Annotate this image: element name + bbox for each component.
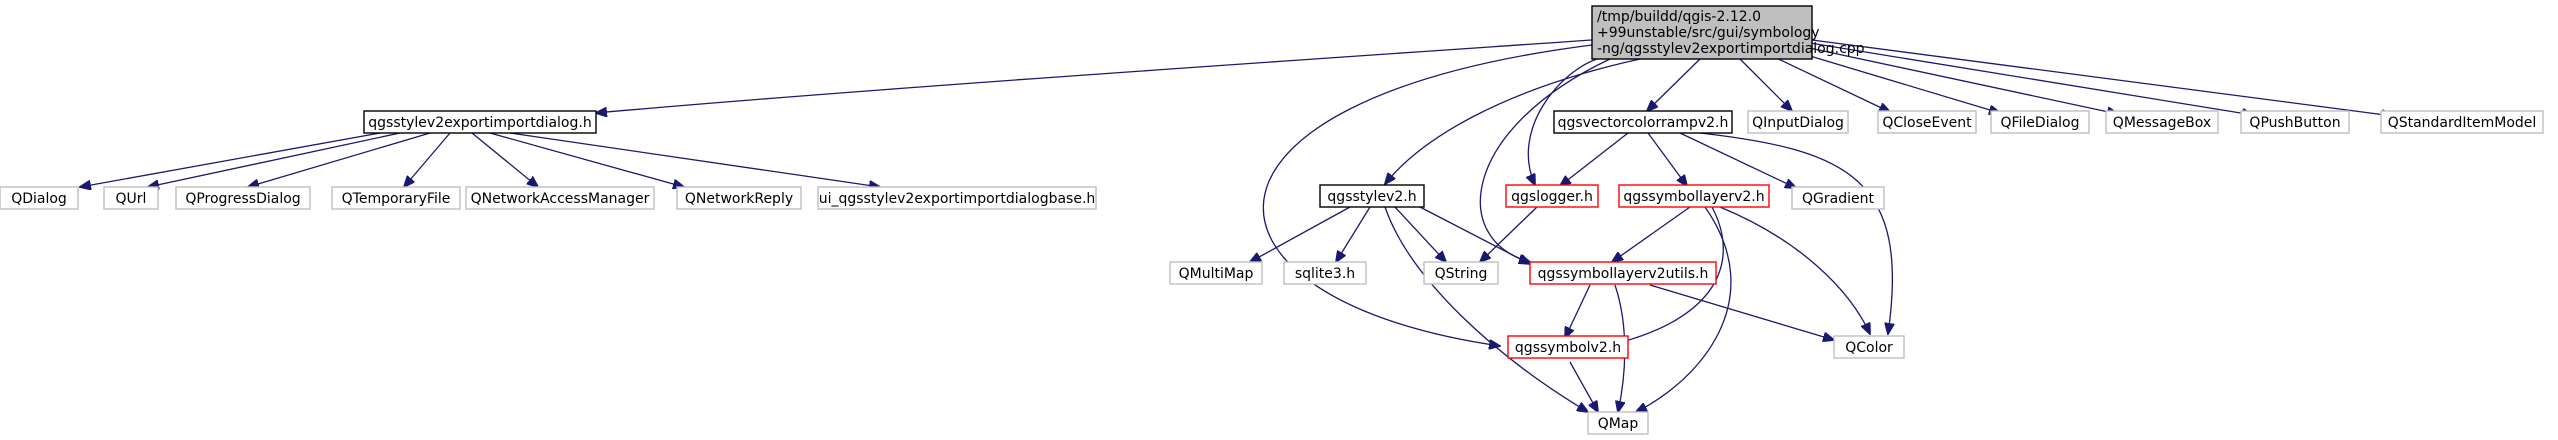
node-qfiledialog[interactable]: QFileDialog xyxy=(1990,110,2090,134)
edge-root-qgslogger xyxy=(1528,57,1601,185)
svg-text:qgssymbollayerv2.h: qgssymbollayerv2.h xyxy=(1623,189,1764,205)
edge-symbollayerv2utils-qcolor xyxy=(1649,284,1834,340)
node-root-line-1: /tmp/buildd/qgis-2.12.0 xyxy=(1597,9,1761,25)
edge-root-exportdialog-h xyxy=(596,39,1593,113)
node-qcloseevent[interactable]: QCloseEvent xyxy=(1877,110,1977,134)
node-symbollayerv2[interactable]: qgssymbollayerv2.h xyxy=(1618,184,1770,208)
node-qinputdialog[interactable]: QInputDialog xyxy=(1747,110,1849,134)
svg-text:QInputDialog: QInputDialog xyxy=(1752,115,1844,131)
edge-exportdialog-qnetworkaccessmanager xyxy=(471,132,538,187)
svg-text:qgssymbollayerv2utils.h: qgssymbollayerv2utils.h xyxy=(1538,266,1709,282)
edge-root-vectorcolorramp xyxy=(1647,58,1701,111)
node-qdialog[interactable]: QDialog xyxy=(0,186,79,210)
node-qmultimap[interactable]: QMultiMap xyxy=(1169,261,1263,285)
edge-root-qfiledialog xyxy=(1789,49,2000,113)
node-root-line-3: -ng/qgsstylev2exportimportdialog.cpp xyxy=(1597,41,1865,57)
svg-text:QNetworkReply: QNetworkReply xyxy=(685,191,793,207)
svg-text:sqlite3.h: sqlite3.h xyxy=(1295,266,1355,282)
svg-text:QDialog: QDialog xyxy=(11,191,67,207)
edge-qgsstylev2-symbollayerv2utils xyxy=(1419,206,1530,264)
node-qnetworkreply[interactable]: QNetworkReply xyxy=(676,186,802,210)
node-qnetworkaccessmanager[interactable]: QNetworkAccessManager xyxy=(465,186,655,210)
edge-qgsstylev2-qmultimap xyxy=(1250,206,1351,262)
edge-root-qstandarditemmodel xyxy=(1811,39,2393,116)
node-qgslogger[interactable]: qgslogger.h xyxy=(1505,184,1599,208)
svg-text:qgsvectorcolorrampv2.h: qgsvectorcolorrampv2.h xyxy=(1558,115,1729,131)
svg-text:ui_qgsstylev2exportimportdialo: ui_qgsstylev2exportimportdialogbase.h xyxy=(819,191,1096,207)
svg-text:QString: QString xyxy=(1435,266,1488,282)
node-qmessagebox[interactable]: QMessageBox xyxy=(2105,110,2219,134)
edge-exportdialog-qnetworkreply xyxy=(489,132,684,187)
svg-text:QMap: QMap xyxy=(1598,416,1639,432)
edge-root-qmessagebox xyxy=(1799,45,2118,114)
edge-root-symbollayerv2utils xyxy=(1479,58,1611,262)
svg-text:QColor: QColor xyxy=(1845,340,1893,356)
edge-vectorcolorramp-qcolor xyxy=(1699,132,1892,334)
edge-qgsstylev2-qstring xyxy=(1394,206,1446,262)
edge-vectorcolorramp-qgradient xyxy=(1679,132,1796,188)
node-qprogressdialog[interactable]: QProgressDialog xyxy=(175,186,311,210)
svg-text:qgssymbolv2.h: qgssymbolv2.h xyxy=(1515,340,1621,356)
nodes: /tmp/buildd/qgis-2.12.0 +99unstable/src/… xyxy=(0,5,2544,435)
edges xyxy=(80,39,2393,412)
svg-text:QMultiMap: QMultiMap xyxy=(1179,266,1254,282)
svg-text:qgsstylev2exportimportdialog.h: qgsstylev2exportimportdialog.h xyxy=(368,115,591,131)
node-sqlite3[interactable]: sqlite3.h xyxy=(1283,261,1367,285)
edge-root-qinputdialog xyxy=(1739,58,1792,111)
edge-qgsstylev2-qmap xyxy=(1384,206,1588,412)
node-root-line-2: +99unstable/src/gui/symbology xyxy=(1597,25,1820,41)
node-vectorcolorramp[interactable]: qgsvectorcolorrampv2.h xyxy=(1553,110,1733,134)
svg-text:QMessageBox: QMessageBox xyxy=(2113,115,2211,131)
edge-qgslogger-qstring xyxy=(1480,206,1538,262)
edge-root-qgsstylev2 xyxy=(1385,58,1641,184)
svg-text:QCloseEvent: QCloseEvent xyxy=(1882,115,1972,131)
node-root[interactable]: /tmp/buildd/qgis-2.12.0 +99unstable/src/… xyxy=(1591,5,1865,60)
edge-exportdialog-qprogressdialog xyxy=(248,132,431,187)
svg-text:QTemporaryFile: QTemporaryFile xyxy=(342,191,451,207)
edge-symbollayerv2-qmap xyxy=(1636,206,1732,412)
edge-vectorcolorramp-symbollayerv2 xyxy=(1647,132,1687,186)
node-ui-dialogbase[interactable]: ui_qgsstylev2exportimportdialogbase.h xyxy=(817,186,1097,210)
svg-text:QStandardItemModel: QStandardItemModel xyxy=(2388,115,2537,131)
edge-symbolv2-qmap xyxy=(1569,361,1598,412)
edge-symbollayerv2-qcolor xyxy=(1719,206,1870,334)
edge-exportdialog-qtemporaryfile xyxy=(404,132,451,187)
svg-text:QFileDialog: QFileDialog xyxy=(2000,115,2079,131)
node-qgradient[interactable]: QGradient xyxy=(1791,186,1885,210)
edge-vectorcolorramp-qgslogger xyxy=(1560,132,1629,186)
edge-symbollayerv2-symbolv2 xyxy=(1606,206,1724,346)
node-exportdialog-h[interactable]: qgsstylev2exportimportdialog.h xyxy=(363,110,597,134)
svg-text:QUrl: QUrl xyxy=(116,191,147,207)
node-qstring[interactable]: QString xyxy=(1423,261,1499,285)
node-qtemporaryfile[interactable]: QTemporaryFile xyxy=(331,186,461,210)
node-qpushbutton[interactable]: QPushButton xyxy=(2240,110,2350,134)
svg-text:QPushButton: QPushButton xyxy=(2249,115,2340,131)
node-qurl[interactable]: QUrl xyxy=(103,186,159,210)
edge-symbollayerv2utils-symbolv2 xyxy=(1565,284,1591,338)
node-qmap[interactable]: QMap xyxy=(1587,411,1649,435)
edge-root-qcloseevent xyxy=(1769,54,1890,112)
edge-root-qpushbutton xyxy=(1809,42,2253,115)
edge-root-symbolv2 xyxy=(1262,44,1593,346)
edge-exportdialog-ui-dialogbase xyxy=(509,132,880,187)
svg-text:QGradient: QGradient xyxy=(1802,191,1874,207)
node-qgsstylev2[interactable]: qgsstylev2.h xyxy=(1319,184,1425,208)
node-qcolor[interactable]: QColor xyxy=(1833,335,1905,359)
node-qstandarditemmodel[interactable]: QStandardItemModel xyxy=(2380,110,2544,134)
edge-exportdialog-qurl xyxy=(148,132,401,187)
node-symbolv2[interactable]: qgssymbolv2.h xyxy=(1507,335,1629,359)
node-symbollayerv2utils[interactable]: qgssymbollayerv2utils.h xyxy=(1529,261,1717,285)
svg-text:QProgressDialog: QProgressDialog xyxy=(185,191,300,207)
svg-text:QNetworkAccessManager: QNetworkAccessManager xyxy=(471,191,650,207)
edge-exportdialog-qdialog xyxy=(80,132,381,187)
svg-text:qgslogger.h: qgslogger.h xyxy=(1511,189,1593,205)
edge-symbollayerv2-symbollayerv2utils xyxy=(1612,206,1691,262)
svg-text:qgsstylev2.h: qgsstylev2.h xyxy=(1327,189,1416,205)
edge-qgsstylev2-sqlite3 xyxy=(1336,206,1371,262)
